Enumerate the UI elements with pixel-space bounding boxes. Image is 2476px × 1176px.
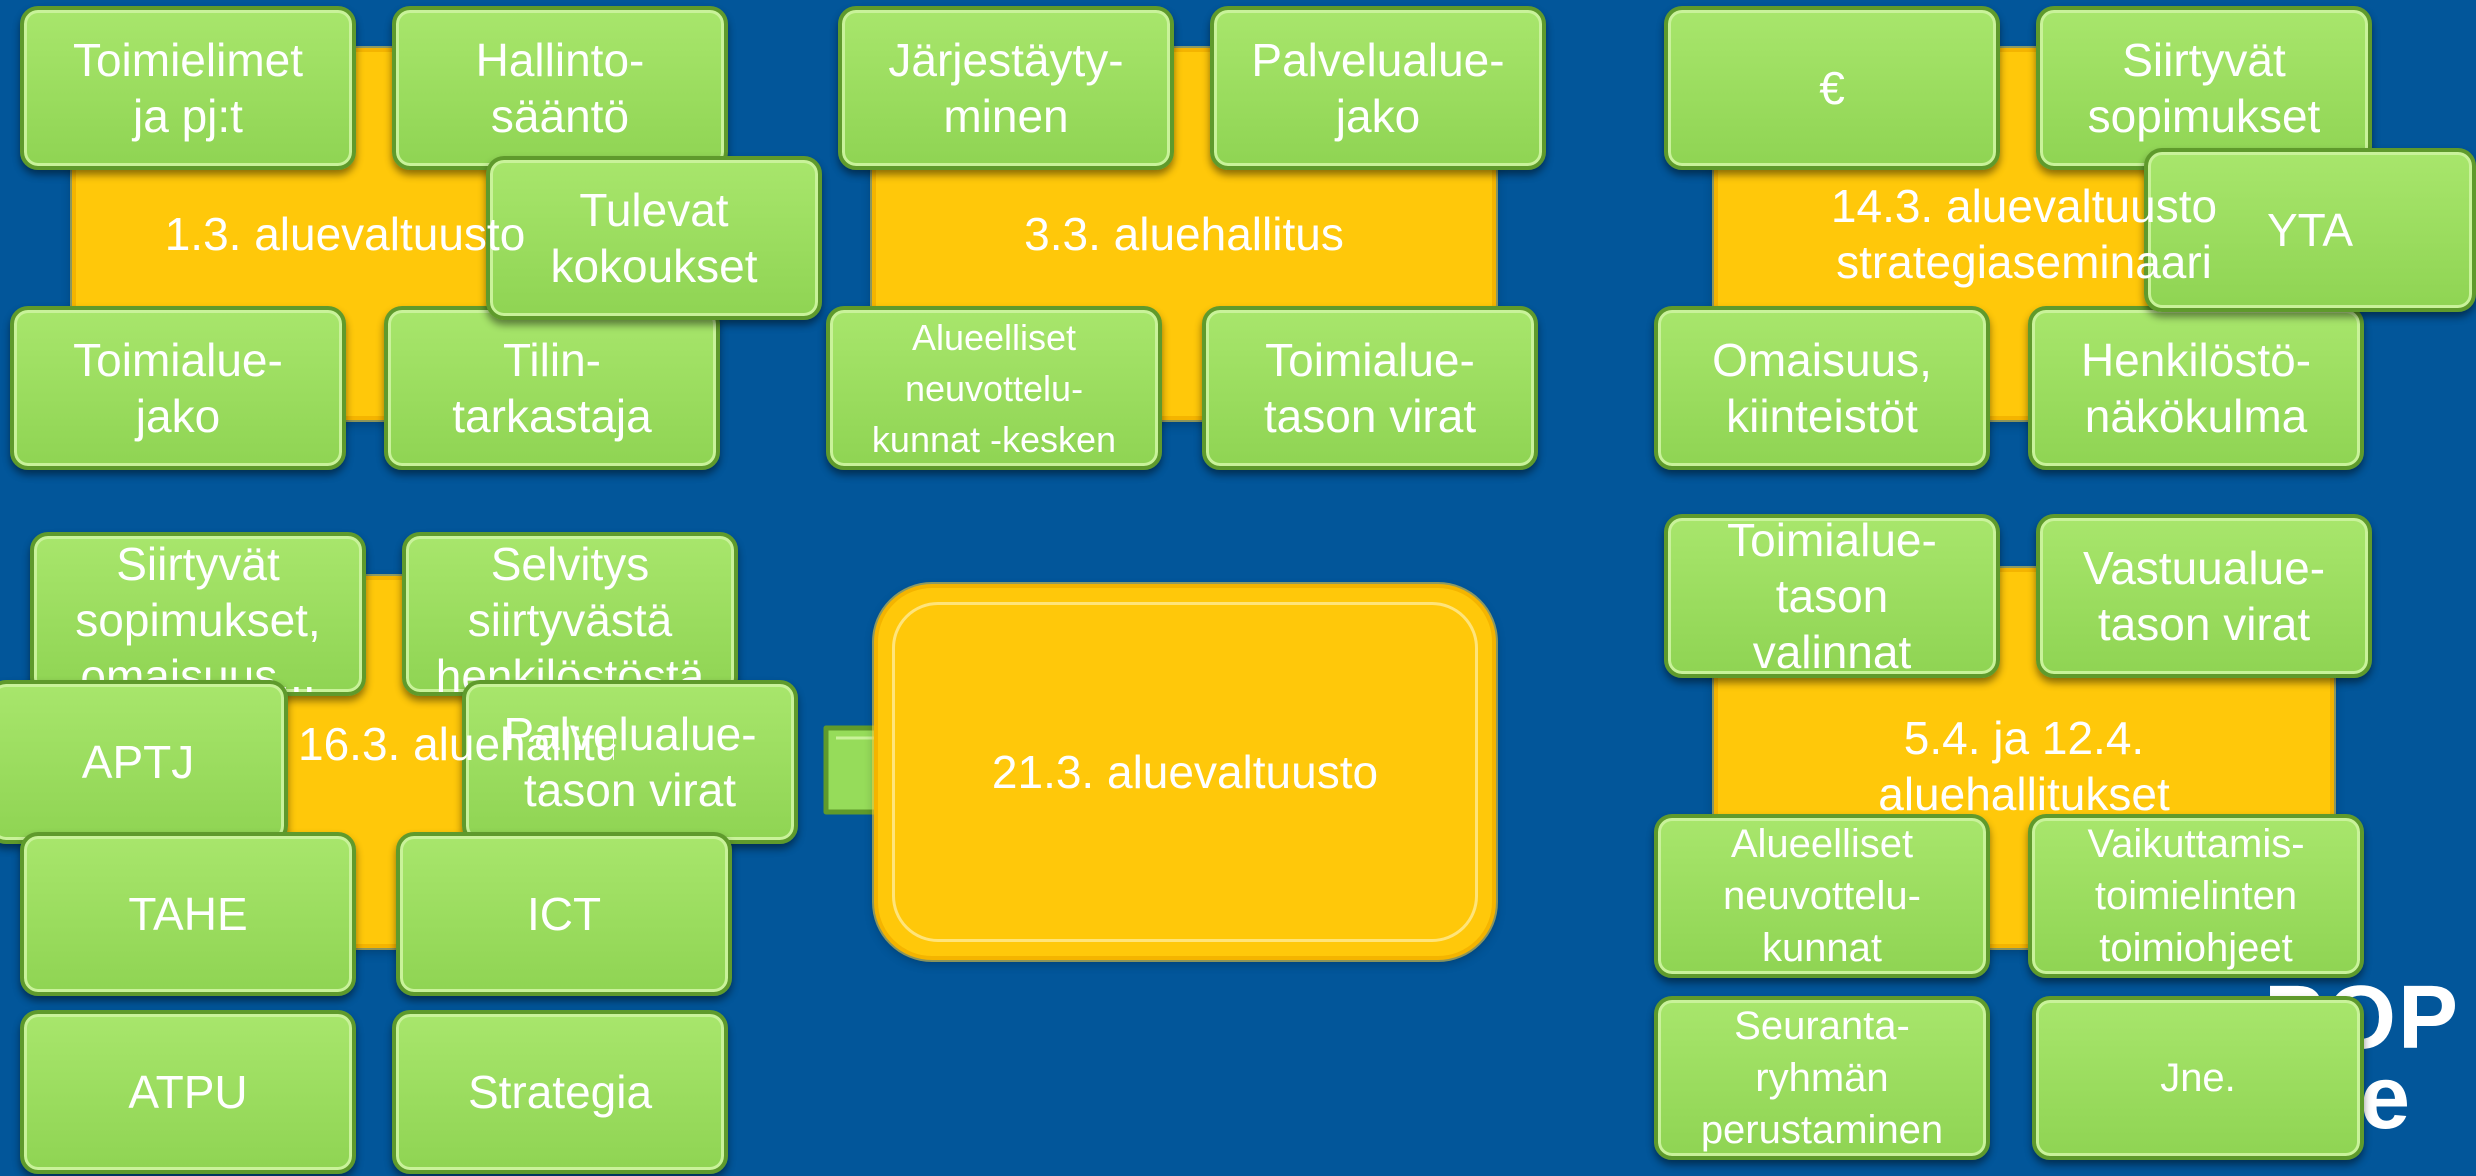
task-tahe: TAHE bbox=[20, 832, 356, 996]
task-selvitys: Selvitys siirtyvästä henkilöstöstä bbox=[402, 532, 738, 696]
task-siirtyvat-sopimukset: Siirtyvät sopimukset bbox=[2036, 6, 2372, 170]
task-ict: ICT bbox=[396, 832, 732, 996]
task-henkilosto: Henkilöstö- näkökulma bbox=[2028, 306, 2364, 470]
task-toimialuejako: Toimialue- jako bbox=[10, 306, 346, 470]
task-jarjestaytyminen: Järjestäyty- minen bbox=[838, 6, 1174, 170]
task-toimialuetason-valinnat: Toimialue- tason valinnat bbox=[1664, 514, 2000, 678]
task-palvelualuetason-virat: Palvelualue- tason virat bbox=[462, 680, 798, 844]
task-alueelliset: Alueelliset neuvottelu- kunnat bbox=[1654, 814, 1990, 978]
task-euro: € bbox=[1664, 6, 2000, 170]
task-seuranta: Seuranta- ryhmän perustaminen bbox=[1654, 996, 1990, 1160]
task-toimielimet: Toimielimet ja pj:t bbox=[20, 6, 356, 170]
task-aptj: APTJ bbox=[0, 680, 288, 844]
task-jne: Jne. bbox=[2032, 996, 2364, 1160]
task-vastuualuetason-virat: Vastuualue- tason virat bbox=[2036, 514, 2372, 678]
task-palvelualuejako: Palvelualue- jako bbox=[1210, 6, 1546, 170]
task-tilintarkastaja: Tilin- tarkastaja bbox=[384, 306, 720, 470]
task-siirtyvat-omaisuus: Siirtyvät sopimukset, omaisuus... bbox=[30, 532, 366, 696]
task-strategia: Strategia bbox=[392, 1010, 728, 1174]
task-tulevat-kokoukset: Tulevat kokoukset bbox=[486, 156, 822, 320]
task-toimialuetason-virat: Toimialue- tason virat bbox=[1202, 306, 1538, 470]
task-atpu: ATPU bbox=[20, 1010, 356, 1174]
task-hallintosaanto: Hallinto- sääntö bbox=[392, 6, 728, 170]
task-vaikuttamis: Vaikuttamis- toimielinten toimiohjeet bbox=[2028, 814, 2364, 978]
task-omaisuus: Omaisuus, kiinteistöt bbox=[1654, 306, 1990, 470]
milestone-21-3: 21.3. aluevaltuusto bbox=[874, 584, 1496, 960]
task-yta: YTA bbox=[2144, 148, 2476, 312]
task-alueelliset-kesken: Alueelliset neuvottelu- kunnat -kesken bbox=[826, 306, 1162, 470]
